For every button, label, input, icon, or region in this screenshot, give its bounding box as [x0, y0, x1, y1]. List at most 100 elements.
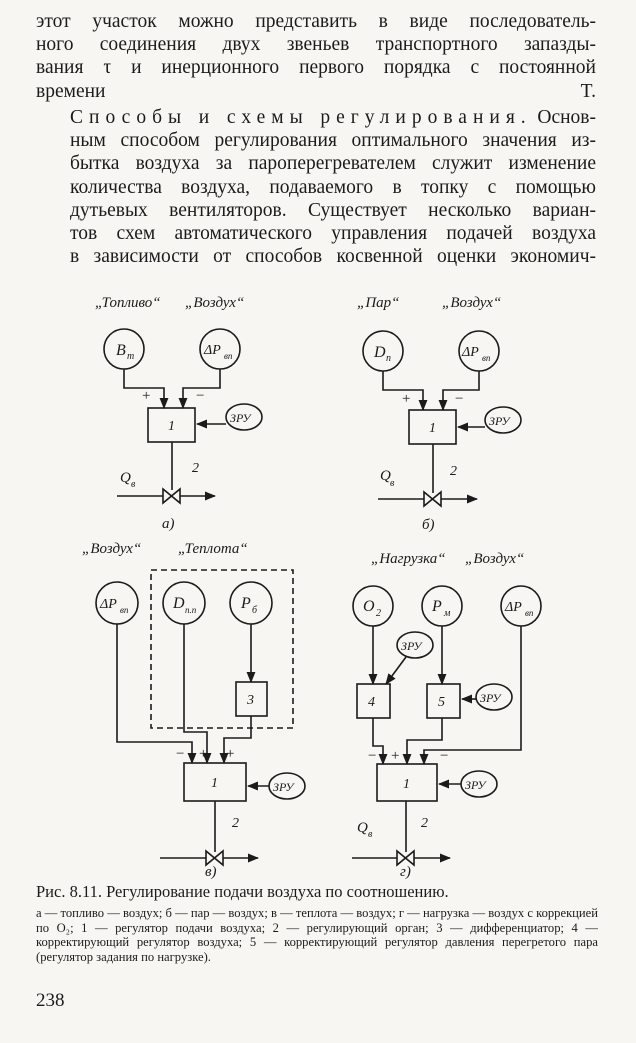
paragraph-2: Способы и схемы регулирования. Основ- ны…: [36, 106, 596, 268]
corrector-zru-label: ЗРУ: [230, 411, 252, 425]
sensor-steam-index: п.п: [185, 605, 197, 615]
corrector-zru-label: ЗРУ: [465, 778, 487, 792]
sign-minus: −: [176, 746, 184, 762]
text-line: времени T.: [36, 80, 596, 102]
text-line: тов схем автоматического управления пода…: [70, 223, 596, 245]
sensor-dp-symbol: ΔP: [203, 343, 221, 358]
diagram-a: „Топливо“ „Воздух“ B т ΔP вп + − 1 ЗРУ 2…: [95, 295, 263, 532]
sign-plus: +: [402, 391, 410, 407]
corrector-zru-label: ЗРУ: [401, 639, 423, 653]
label-air: „Воздух“: [465, 551, 524, 567]
text-fragment: Основ-: [537, 107, 596, 128]
organ-number: 2: [232, 816, 239, 831]
sensor-dp-symbol: ΔP: [99, 597, 117, 612]
corrector-zru: [396, 631, 434, 659]
sign-plus: +: [226, 746, 234, 762]
text-line: Способы и схемы регулирования. Основ-: [36, 106, 596, 129]
text-line: вания τ и инерционного первого порядка с…: [36, 57, 596, 79]
flow-index: в: [390, 478, 395, 489]
organ-number: 2: [450, 464, 457, 479]
sign-minus: −: [368, 748, 376, 764]
sensor-dp-index: вп: [525, 608, 534, 618]
sensor-steam-symbol: D: [172, 595, 185, 612]
section-heading: Способы и схемы регулирования.: [70, 107, 532, 128]
differentiator-number: 3: [246, 693, 254, 708]
regulator-number: 1: [168, 419, 175, 434]
sensor-dp-index: вп: [224, 351, 233, 361]
valve-icon: [162, 487, 181, 505]
sensor-pressure-index: м: [443, 608, 451, 619]
panel-label: в): [205, 864, 217, 880]
label-fuel: „Топливо“: [95, 295, 161, 311]
regulator-number: 1: [429, 421, 436, 436]
label-heat: „Теплота“: [178, 541, 248, 557]
organ-number: 2: [192, 461, 199, 476]
sign-plus: +: [391, 748, 399, 764]
sensor-oxygen-symbol: O: [363, 598, 375, 615]
sensor-drum-symbol: P: [240, 595, 251, 612]
sensor-drum-index: б: [252, 605, 258, 616]
corrector-regulator-number: 5: [438, 695, 445, 710]
sign-minus: −: [455, 391, 463, 407]
panel-label: б): [422, 517, 435, 533]
figure-8-11: „Топливо“ „Воздух“ B т ΔP вп + − 1 ЗРУ 2…: [82, 295, 542, 880]
regulator-number: 1: [211, 776, 218, 791]
corrector-zru: [484, 406, 522, 434]
label-load: „Нагрузка“: [371, 551, 446, 567]
regulator-1: [376, 763, 438, 802]
diagram-b: „Пар“ „Воздух“ D п ΔP вп + − 1 ЗРУ 2 Q в…: [357, 295, 522, 533]
sensor-fuel-index: т: [127, 351, 134, 362]
sensor-drum-pressure: [229, 581, 273, 625]
regulator-number: 1: [403, 777, 410, 792]
text-line: бытка воздуха за пароперегревателем служ…: [70, 153, 596, 175]
sign-minus: −: [440, 748, 448, 764]
page-number: 238: [36, 990, 65, 1011]
corrector-regulator-number: 4: [368, 695, 375, 710]
sensor-dp-symbol: ΔP: [504, 600, 522, 615]
sensor-pressure: [421, 585, 463, 627]
sensor-steam-index: п: [386, 353, 391, 364]
sensor-oxygen-index: 2: [376, 608, 381, 619]
flow-symbol: Q: [380, 468, 391, 484]
valve-icon: [423, 490, 442, 508]
corrector-zru-label: ЗРУ: [489, 414, 511, 428]
text-line: в зависимости от способов косвенной оцен…: [70, 246, 596, 268]
text-line: ным способом регулирования оптимального …: [70, 130, 596, 152]
label-air: „Воздух“: [442, 295, 501, 311]
paragraph-1: этот участок можно представить в виде по…: [36, 10, 596, 103]
sign-plus: +: [142, 388, 150, 404]
sensor-fuel-symbol: B: [116, 342, 126, 359]
sensor-pressure-symbol: P: [431, 598, 442, 615]
corrector-zru: [225, 403, 263, 431]
diagram-d: „Нагрузка“ „Воздух“ O 2 P м ΔP вп ЗРУ 4 …: [352, 551, 542, 880]
label-air: „Воздух“: [185, 295, 244, 311]
label-steam: „Пар“: [357, 295, 400, 311]
organ-number: 2: [421, 816, 428, 831]
flow-symbol: Q: [120, 470, 131, 486]
valve-icon: [205, 849, 224, 867]
corrector-zru-label: ЗРУ: [273, 780, 295, 794]
flow-index: в: [131, 479, 136, 490]
valve-icon: [396, 849, 415, 867]
diagram-c: „Воздух“ „Теплота“ ΔP вп D п.п P б 3 − +…: [82, 541, 306, 880]
text-line: ного соединения двух звеньев транспортно…: [36, 34, 596, 56]
text-line: этот участок можно представить в виде по…: [36, 11, 596, 32]
figure-legend: а — топливо — воздух; б — пар — воздух; …: [36, 906, 598, 964]
sign-minus: −: [196, 388, 204, 404]
panel-label: г): [400, 864, 411, 880]
corrector-zru: [475, 683, 513, 711]
label-air: „Воздух“: [82, 541, 141, 557]
sensor-dp-index: вп: [482, 353, 491, 363]
flow-symbol: Q: [357, 820, 368, 836]
figure-caption: Рис. 8.11. Регулирование подачи воздуха …: [36, 882, 449, 901]
dashed-heat-group: [150, 569, 294, 729]
sensor-dp-symbol: ΔP: [461, 345, 479, 360]
corrector-zru-label: ЗРУ: [480, 691, 502, 705]
text-line: дутьевых вентиляторов. Существует нескол…: [70, 199, 596, 221]
sensor-dp-index: вп: [120, 605, 129, 615]
flow-index: в: [368, 829, 373, 840]
sensor-steam-symbol: D: [373, 344, 386, 361]
sign-plus: +: [199, 746, 207, 762]
text-line: количества воздуха, подаваемого в топку …: [70, 176, 596, 198]
panel-label: а): [162, 516, 175, 532]
